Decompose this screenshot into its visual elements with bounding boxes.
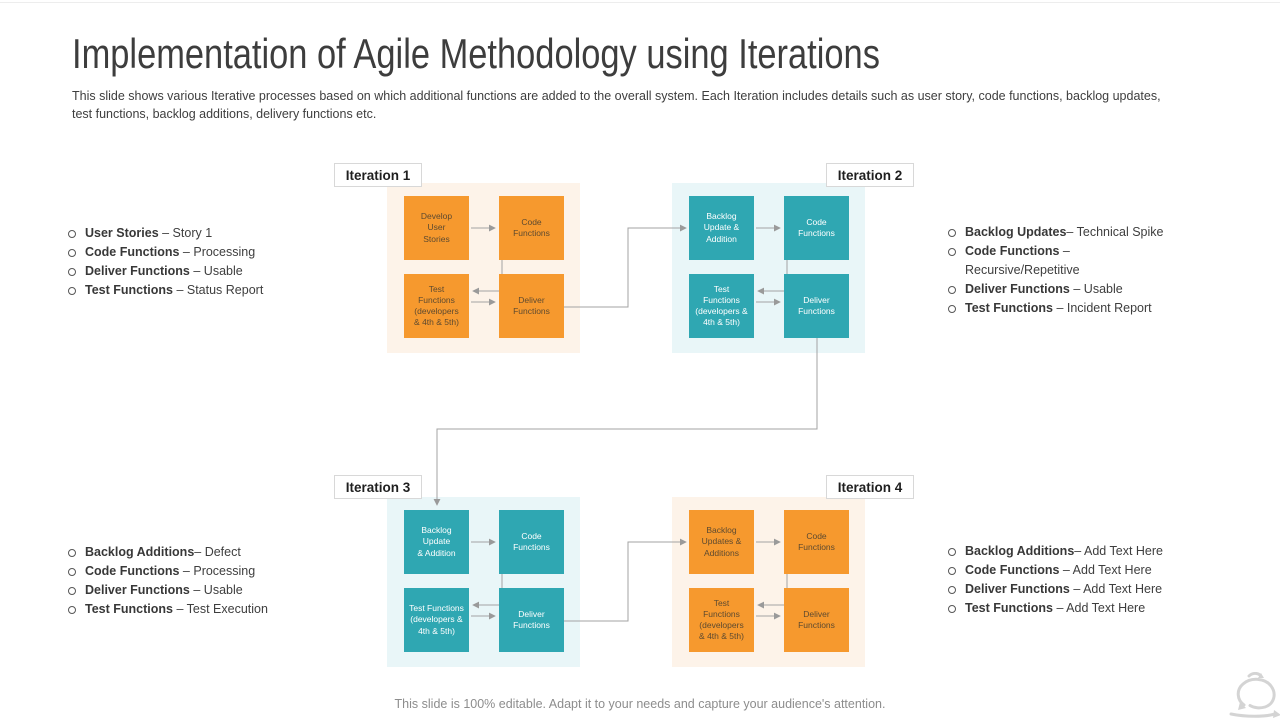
list-item: Code Functions – Processing [66,562,311,581]
it3-backlog-update-box: Backlog Update & Addition [404,510,469,574]
iteration3-label: Iteration 3 [334,475,422,499]
list-item: Backlog Additions– Defect [66,543,311,562]
it4-backlog-updates-box: Backlog Updates & Additions [689,510,754,574]
page-title: Implementation of Agile Methodology usin… [72,30,880,77]
footer-note: This slide is 100% editable. Adapt it to… [394,697,886,711]
it2-code-functions-box: Code Functions [784,196,849,260]
list-item: User Stories – Story 1 [66,224,311,243]
it1-develop-user-stories-box: Develop User Stories [404,196,469,260]
iteration3-notes: Backlog Additions– Defect Code Functions… [66,543,311,619]
it2-test-functions-box: Test Functions (developers & 4th & 5th) [689,274,754,338]
it3-code-functions-box: Code Functions [499,510,564,574]
it2-backlog-update-box: Backlog Update & Addition [689,196,754,260]
list-item: Backlog Updates– Technical Spike [946,223,1164,242]
it4-test-functions-box: Test Functions (developers & 4th & 5th) [689,588,754,652]
it3-deliver-functions-box: Deliver Functions [499,588,564,652]
list-item: Deliver Functions – Add Text Here [946,580,1191,599]
list-item: Test Functions – Status Report [66,281,311,300]
list-item: Test Functions – Incident Report [946,299,1164,318]
iteration1-notes: User Stories – Story 1 Code Functions – … [66,224,311,300]
iteration1-label: Iteration 1 [334,163,422,187]
slide-top-edge [0,2,1280,3]
list-item: Backlog Additions– Add Text Here [946,542,1191,561]
list-item: Code Functions – Recursive/Repetitive [946,242,1164,280]
list-item: Test Functions – Add Text Here [946,599,1191,618]
list-item: Code Functions – Add Text Here [946,561,1191,580]
it2-deliver-functions-box: Deliver Functions [784,274,849,338]
it1-deliver-functions-box: Deliver Functions [499,274,564,338]
iteration2-notes: Backlog Updates– Technical Spike Code Fu… [946,223,1164,318]
list-item: Deliver Functions – Usable [66,262,311,281]
agile-sprint-logo [1229,672,1280,718]
list-item: Test Functions – Test Execution [66,600,311,619]
it1-test-functions-box: Test Functions (developers & 4th & 5th) [404,274,469,338]
list-item: Deliver Functions – Usable [946,280,1164,299]
list-item: Code Functions – Processing [66,243,311,262]
iteration2-label: Iteration 2 [826,163,914,187]
iteration4-notes: Backlog Additions– Add Text Here Code Fu… [946,542,1191,618]
list-item: Deliver Functions – Usable [66,581,311,600]
it4-deliver-functions-box: Deliver Functions [784,588,849,652]
iteration4-label: Iteration 4 [826,475,914,499]
it4-code-functions-box: Code Functions [784,510,849,574]
slide-subtitle: This slide shows various Iterative proce… [72,89,1161,121]
it3-test-functions-box: Test Functions (developers & 4th & 5th) [404,588,469,652]
it1-code-functions-box: Code Functions [499,196,564,260]
